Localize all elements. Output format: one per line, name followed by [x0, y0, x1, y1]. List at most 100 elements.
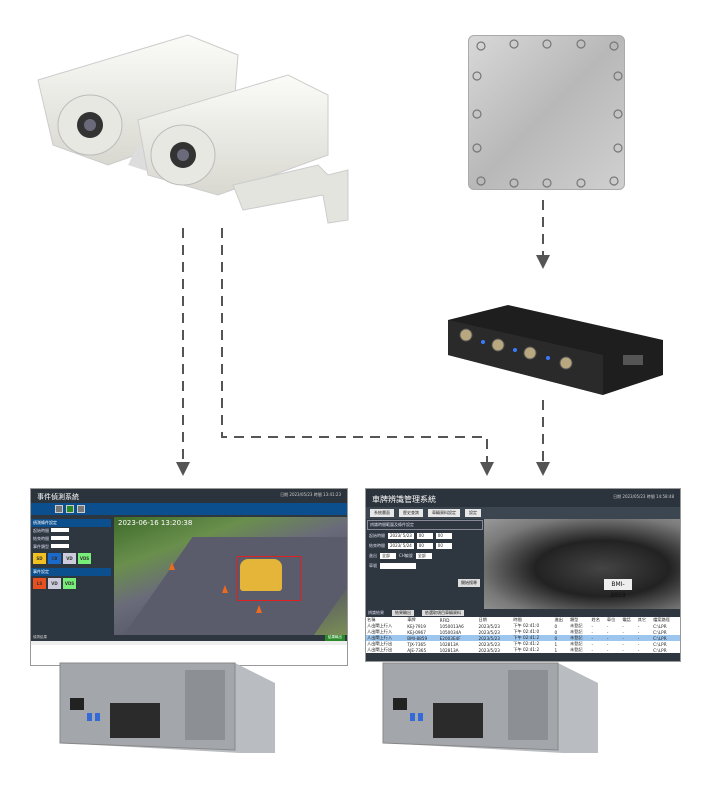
- cb-button[interactable]: CB: [48, 553, 61, 564]
- end-date-input[interactable]: 2023/ 5/24: [388, 543, 414, 549]
- start-date-input[interactable]: 2023/ 5/23: [388, 533, 414, 539]
- app-title: 事件偵測系統: [37, 493, 79, 501]
- table-cell: AJE-7365: [407, 647, 427, 653]
- table-cell: 人出閘上行入: [367, 629, 393, 634]
- toolbar-button[interactable]: [66, 505, 74, 513]
- table-cell: TJX-7365: [407, 641, 426, 647]
- traffic-cone: [222, 585, 228, 593]
- event-detection-screen: 事件偵測系統日期 2023/05/23 時間 13:41:23 偵測條件設定 起…: [30, 488, 348, 666]
- end-min-select[interactable]: 00: [435, 543, 452, 549]
- ch-select[interactable]: 全部: [415, 553, 432, 559]
- tab-history[interactable]: 歷史查詢: [399, 509, 423, 517]
- sd-button[interactable]: SD: [33, 553, 46, 564]
- table-cell: 0: [554, 629, 558, 635]
- column-header[interactable]: 電話: [622, 617, 631, 622]
- input-field[interactable]: [51, 536, 69, 540]
- column-header[interactable]: 車位: [606, 617, 616, 622]
- column-header[interactable]: 進出: [554, 617, 563, 622]
- table-cell: C:\LPR: [653, 623, 667, 629]
- table-cell: -: [637, 623, 640, 629]
- table-cell: 2023/5/23: [478, 641, 500, 647]
- table-cell: 人出閘上行入: [367, 635, 393, 640]
- table-cell: 2023/5/23: [478, 635, 500, 641]
- table-cell: C:\LPR: [653, 641, 667, 647]
- column-header[interactable]: 車牌: [407, 617, 416, 622]
- table-cell: 1050034A: [439, 629, 462, 635]
- column-header[interactable]: 其它: [637, 617, 647, 622]
- vds-button[interactable]: VDS: [63, 578, 76, 589]
- toolbar: [31, 503, 347, 515]
- vd-button[interactable]: VD: [48, 578, 61, 589]
- inout-select[interactable]: 全部: [380, 553, 396, 559]
- table-cell: -: [622, 635, 624, 641]
- tab-system[interactable]: 系統畫面: [370, 509, 394, 517]
- search-button[interactable]: 開始搜尋: [458, 579, 480, 587]
- end-label: 結束時間: [369, 543, 385, 548]
- table-cell: -: [637, 647, 640, 653]
- lpr-management-screen: 車牌辨識管理系統日期 2023/05/23 時間 14:58:48 系統畫面 歷…: [365, 488, 681, 662]
- table-cell: KEJ-0967: [407, 629, 426, 635]
- table-cell: -: [637, 635, 640, 641]
- table-cell: 0: [554, 623, 558, 629]
- row-label: 事件類型: [33, 544, 49, 549]
- table-cell: 未登記: [569, 635, 583, 640]
- start-min-select[interactable]: 00: [435, 533, 452, 539]
- column-header[interactable]: 時間: [513, 617, 522, 622]
- export-button[interactable]: 結果輸出: [325, 635, 345, 641]
- panel-title: 事件設定: [31, 568, 111, 576]
- table-cell: 下午 02:41:0: [513, 629, 540, 634]
- table-cell: -: [606, 641, 609, 647]
- input-field[interactable]: [51, 544, 69, 548]
- table-cell: -: [622, 629, 624, 635]
- table-cell: 下午 02:41:2: [513, 641, 540, 646]
- traffic-cone: [169, 562, 175, 570]
- column-header[interactable]: 日期: [478, 617, 487, 622]
- traffic-cone: [256, 605, 262, 613]
- toolbar-button[interactable]: [55, 505, 63, 513]
- column-header[interactable]: 名稱: [367, 617, 376, 622]
- select-vehicle-button[interactable]: 依選取項目車輛資料: [422, 610, 464, 616]
- table-cell: BMI-8859: [407, 635, 428, 641]
- plate-input[interactable]: [380, 563, 416, 569]
- column-header[interactable]: 類型: [569, 617, 579, 622]
- detection-box: [237, 556, 301, 601]
- start-label: 起始時間: [369, 533, 385, 538]
- export-button[interactable]: 結果輸出: [392, 610, 414, 616]
- industrial-pc-left-image: [59, 662, 275, 753]
- table-cell: C:\LPR: [653, 647, 667, 653]
- table-cell: 2023/5/23: [478, 623, 500, 629]
- input-field[interactable]: [51, 528, 69, 532]
- table-cell: 人出閘上行入: [367, 623, 393, 628]
- form-title: 辨識時間範圍及條件設定: [367, 520, 483, 530]
- column-header[interactable]: RFID: [439, 617, 450, 623]
- table-cell: -: [591, 623, 594, 629]
- column-header[interactable]: 檔案路徑: [653, 617, 670, 622]
- start-hour-select[interactable]: 00: [416, 533, 433, 539]
- table-cell: 未登記: [569, 641, 583, 646]
- arrow-head-icon: [536, 462, 550, 476]
- tab-settings[interactable]: 設定: [465, 509, 481, 517]
- table-cell: 102813A: [439, 647, 459, 653]
- results-label: 辨識結果: [368, 610, 384, 615]
- vd-button[interactable]: VD: [63, 553, 76, 564]
- table-cell: 未登記: [569, 623, 583, 628]
- vds-button[interactable]: VDS: [78, 553, 91, 564]
- sensor-module-image: [468, 35, 625, 190]
- end-hour-select[interactable]: 00: [416, 543, 433, 549]
- table-cell: -: [622, 623, 624, 629]
- toolbar-button[interactable]: [77, 505, 85, 513]
- column-header[interactable]: 姓名: [591, 617, 600, 622]
- inout-label: 進出: [369, 553, 377, 558]
- tab-vehicle-data[interactable]: 車輛資料設定: [428, 509, 460, 517]
- table-cell: 未登記: [569, 647, 583, 652]
- table-cell: -: [637, 641, 640, 647]
- vehicle-image: BMI-8859: [484, 519, 680, 609]
- ls-button[interactable]: LS: [33, 578, 46, 589]
